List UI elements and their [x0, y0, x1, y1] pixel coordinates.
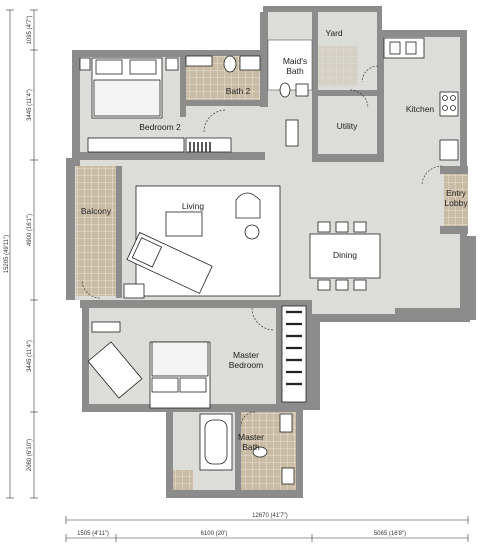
- dim-bottom-seg1: 1505 (4'11"): [77, 531, 109, 537]
- left-dimension: [6, 9, 38, 499]
- yard-tiles: [318, 46, 358, 86]
- dim-left-seg2: 3445 (11'4"): [27, 89, 33, 121]
- dim-left-seg5: 2080 (6'10"): [27, 439, 33, 471]
- label-bath2: Bath 2: [226, 86, 251, 96]
- label-living: Living: [182, 201, 204, 211]
- bottom-dimension-labels: 12670 (41'7") 1505 (4'11") 6100 (20') 50…: [77, 513, 406, 537]
- door-swings: [81, 65, 443, 427]
- master-bath-side-tiles: [173, 470, 193, 490]
- label-balcony: Balcony: [81, 206, 112, 216]
- dim-left-seg3: 4900 (16'1"): [27, 214, 33, 246]
- furniture: [79, 37, 459, 485]
- label-dining: Dining: [333, 250, 357, 260]
- balcony-tiles: [76, 166, 116, 296]
- left-dimension-labels: 15205 (49'11") 1095 (4'7") 3445 (11'4") …: [4, 16, 33, 472]
- entry-lobby-tiles: [444, 174, 468, 226]
- dim-bottom-total: 12670 (41'7"): [252, 513, 288, 519]
- label-kitchen: Kitchen: [406, 104, 435, 114]
- dim-left-seg4: 3445 (11'4"): [27, 340, 33, 372]
- dim-left-total: 15205 (49'11"): [4, 235, 10, 274]
- label-bedroom2: Bedroom 2: [139, 122, 181, 132]
- dim-bottom-seg2: 6100 (20'): [201, 531, 228, 537]
- bottom-dimension: [65, 516, 469, 542]
- label-utility: Utility: [337, 121, 359, 131]
- dim-bottom-seg3: 5065 (16'8"): [374, 531, 406, 537]
- label-yard: Yard: [325, 28, 343, 38]
- dim-left-seg1: 1095 (4'7"): [27, 16, 33, 45]
